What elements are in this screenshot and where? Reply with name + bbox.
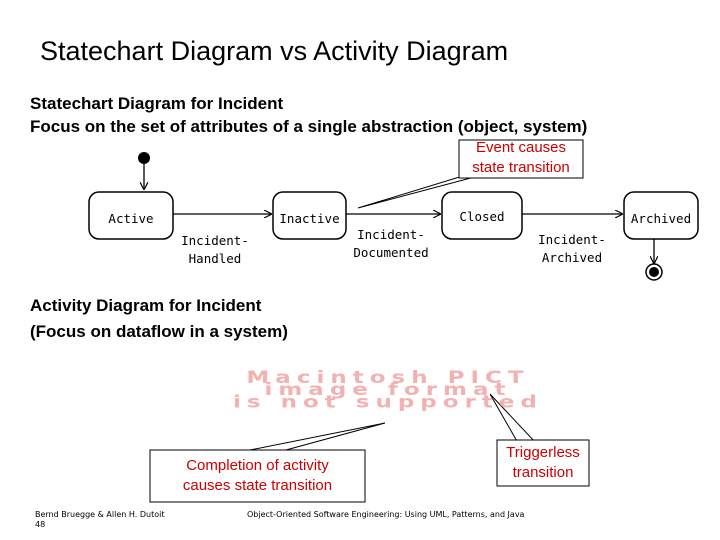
triggerless-callout-line2: transition [512,464,574,481]
transition-label-archived: Incident- Archived [522,231,622,267]
state-active [88,191,174,240]
event-callout-box [458,139,584,179]
completion-callout-pointer [234,422,386,454]
initial-node [138,152,150,164]
event-callout-line1: Event causes [475,139,567,156]
state-inactive-label: Inactive [279,211,340,226]
statechart-heading: Statechart Diagram for Incident [30,94,284,113]
transition-label-archived-line2: Archived [541,250,603,265]
pict-placeholder-line1: Macintosh PICT [246,368,530,388]
pict-placeholder-line2: image format [264,380,512,400]
state-archived-label: Archived [630,211,692,226]
completion-callout-text: Completion of activity causes state tran… [152,456,363,496]
state-active-label: Active [108,211,154,226]
footer-book-title: Object-Oriented Software Engineering: Us… [247,510,525,519]
footer-author: Bernd Bruegge & Allen H. Dutoit [35,510,165,519]
transition-label-handled: Incident- Handled [165,232,265,268]
final-node-core [649,267,659,277]
transition-label-documented-line2: Documented [353,245,429,260]
triggerless-callout-text: Triggerless transition [499,443,587,483]
state-closed [441,191,523,240]
state-archived [623,191,699,240]
transition-label-archived-line1: Incident- [538,232,606,247]
event-callout-line2: state transition [472,159,570,176]
event-callout-text: Event causes state transition [461,138,581,178]
transition-label-documented: Incident- Documented [340,226,442,262]
activity-heading: Activity Diagram for Incident [30,296,262,315]
pict-placeholder-line3: is not supported [233,392,543,412]
completion-callout-line1: Completion of activity [186,457,329,474]
footer-author-block: Bernd Bruegge & Allen H. Dutoit 48 [35,510,164,530]
state-closed-label: Closed [459,209,505,224]
footer-page-number: 48 [35,520,46,529]
pict-placeholder: Macintosh PICT image format is not suppo… [88,368,688,412]
transition-label-handled-line2: Handled [188,251,242,266]
transition-label-documented-line1: Incident- [357,227,425,242]
triggerless-callout-line1: Triggerless [506,444,580,461]
completion-callout-line2: causes state transition [182,477,333,494]
statechart-focus: Focus on the set of attributes of a sing… [30,117,588,136]
triggerless-callout-box [496,439,590,487]
slide-title: Statechart Diagram vs Activity Diagram [40,36,509,66]
transition-label-handled-line1: Incident- [181,233,249,248]
completion-callout-box [149,449,366,503]
state-inactive [272,191,347,240]
activity-focus: (Focus on dataflow in a system) [30,322,288,341]
